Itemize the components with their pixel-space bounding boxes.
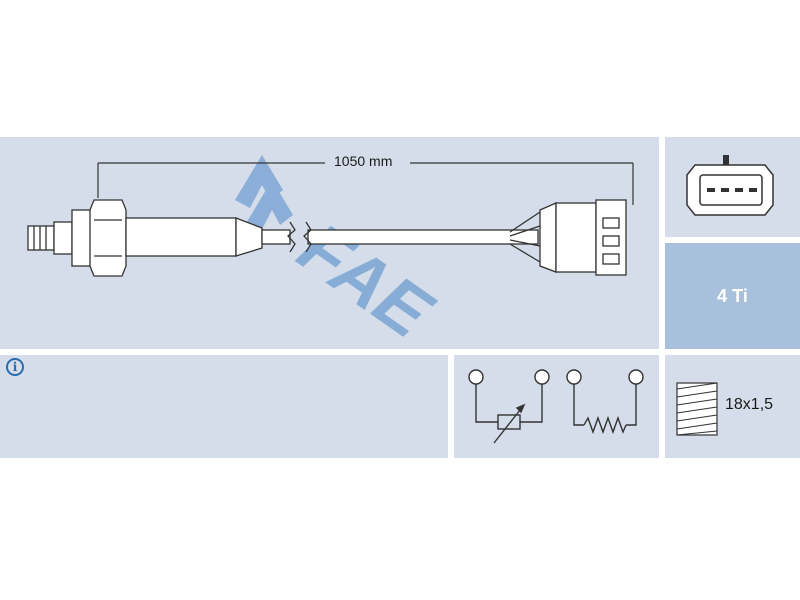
fae-logo-arrow-icon <box>235 155 293 233</box>
thread-icon <box>676 382 718 436</box>
variable-resistor-icon <box>468 369 550 444</box>
pins-panel: 4 Ti <box>665 243 800 349</box>
sensor-tip <box>27 225 55 251</box>
pins-label: 4 Ti <box>717 285 748 306</box>
circuit-symbols <box>468 369 644 444</box>
circuit-panel <box>454 355 659 458</box>
thread-label: 18x1,5 <box>725 396 774 413</box>
sensor-plug <box>539 202 557 273</box>
length-label: 1050 mm <box>330 153 397 169</box>
cable-break-icon <box>287 221 312 253</box>
sensor-cable <box>261 229 291 245</box>
info-panel <box>0 355 448 458</box>
info-icon[interactable]: i <box>6 358 24 376</box>
sensor-body <box>125 217 237 257</box>
heater-resistor-icon <box>566 369 644 435</box>
connector-icon <box>686 155 774 216</box>
